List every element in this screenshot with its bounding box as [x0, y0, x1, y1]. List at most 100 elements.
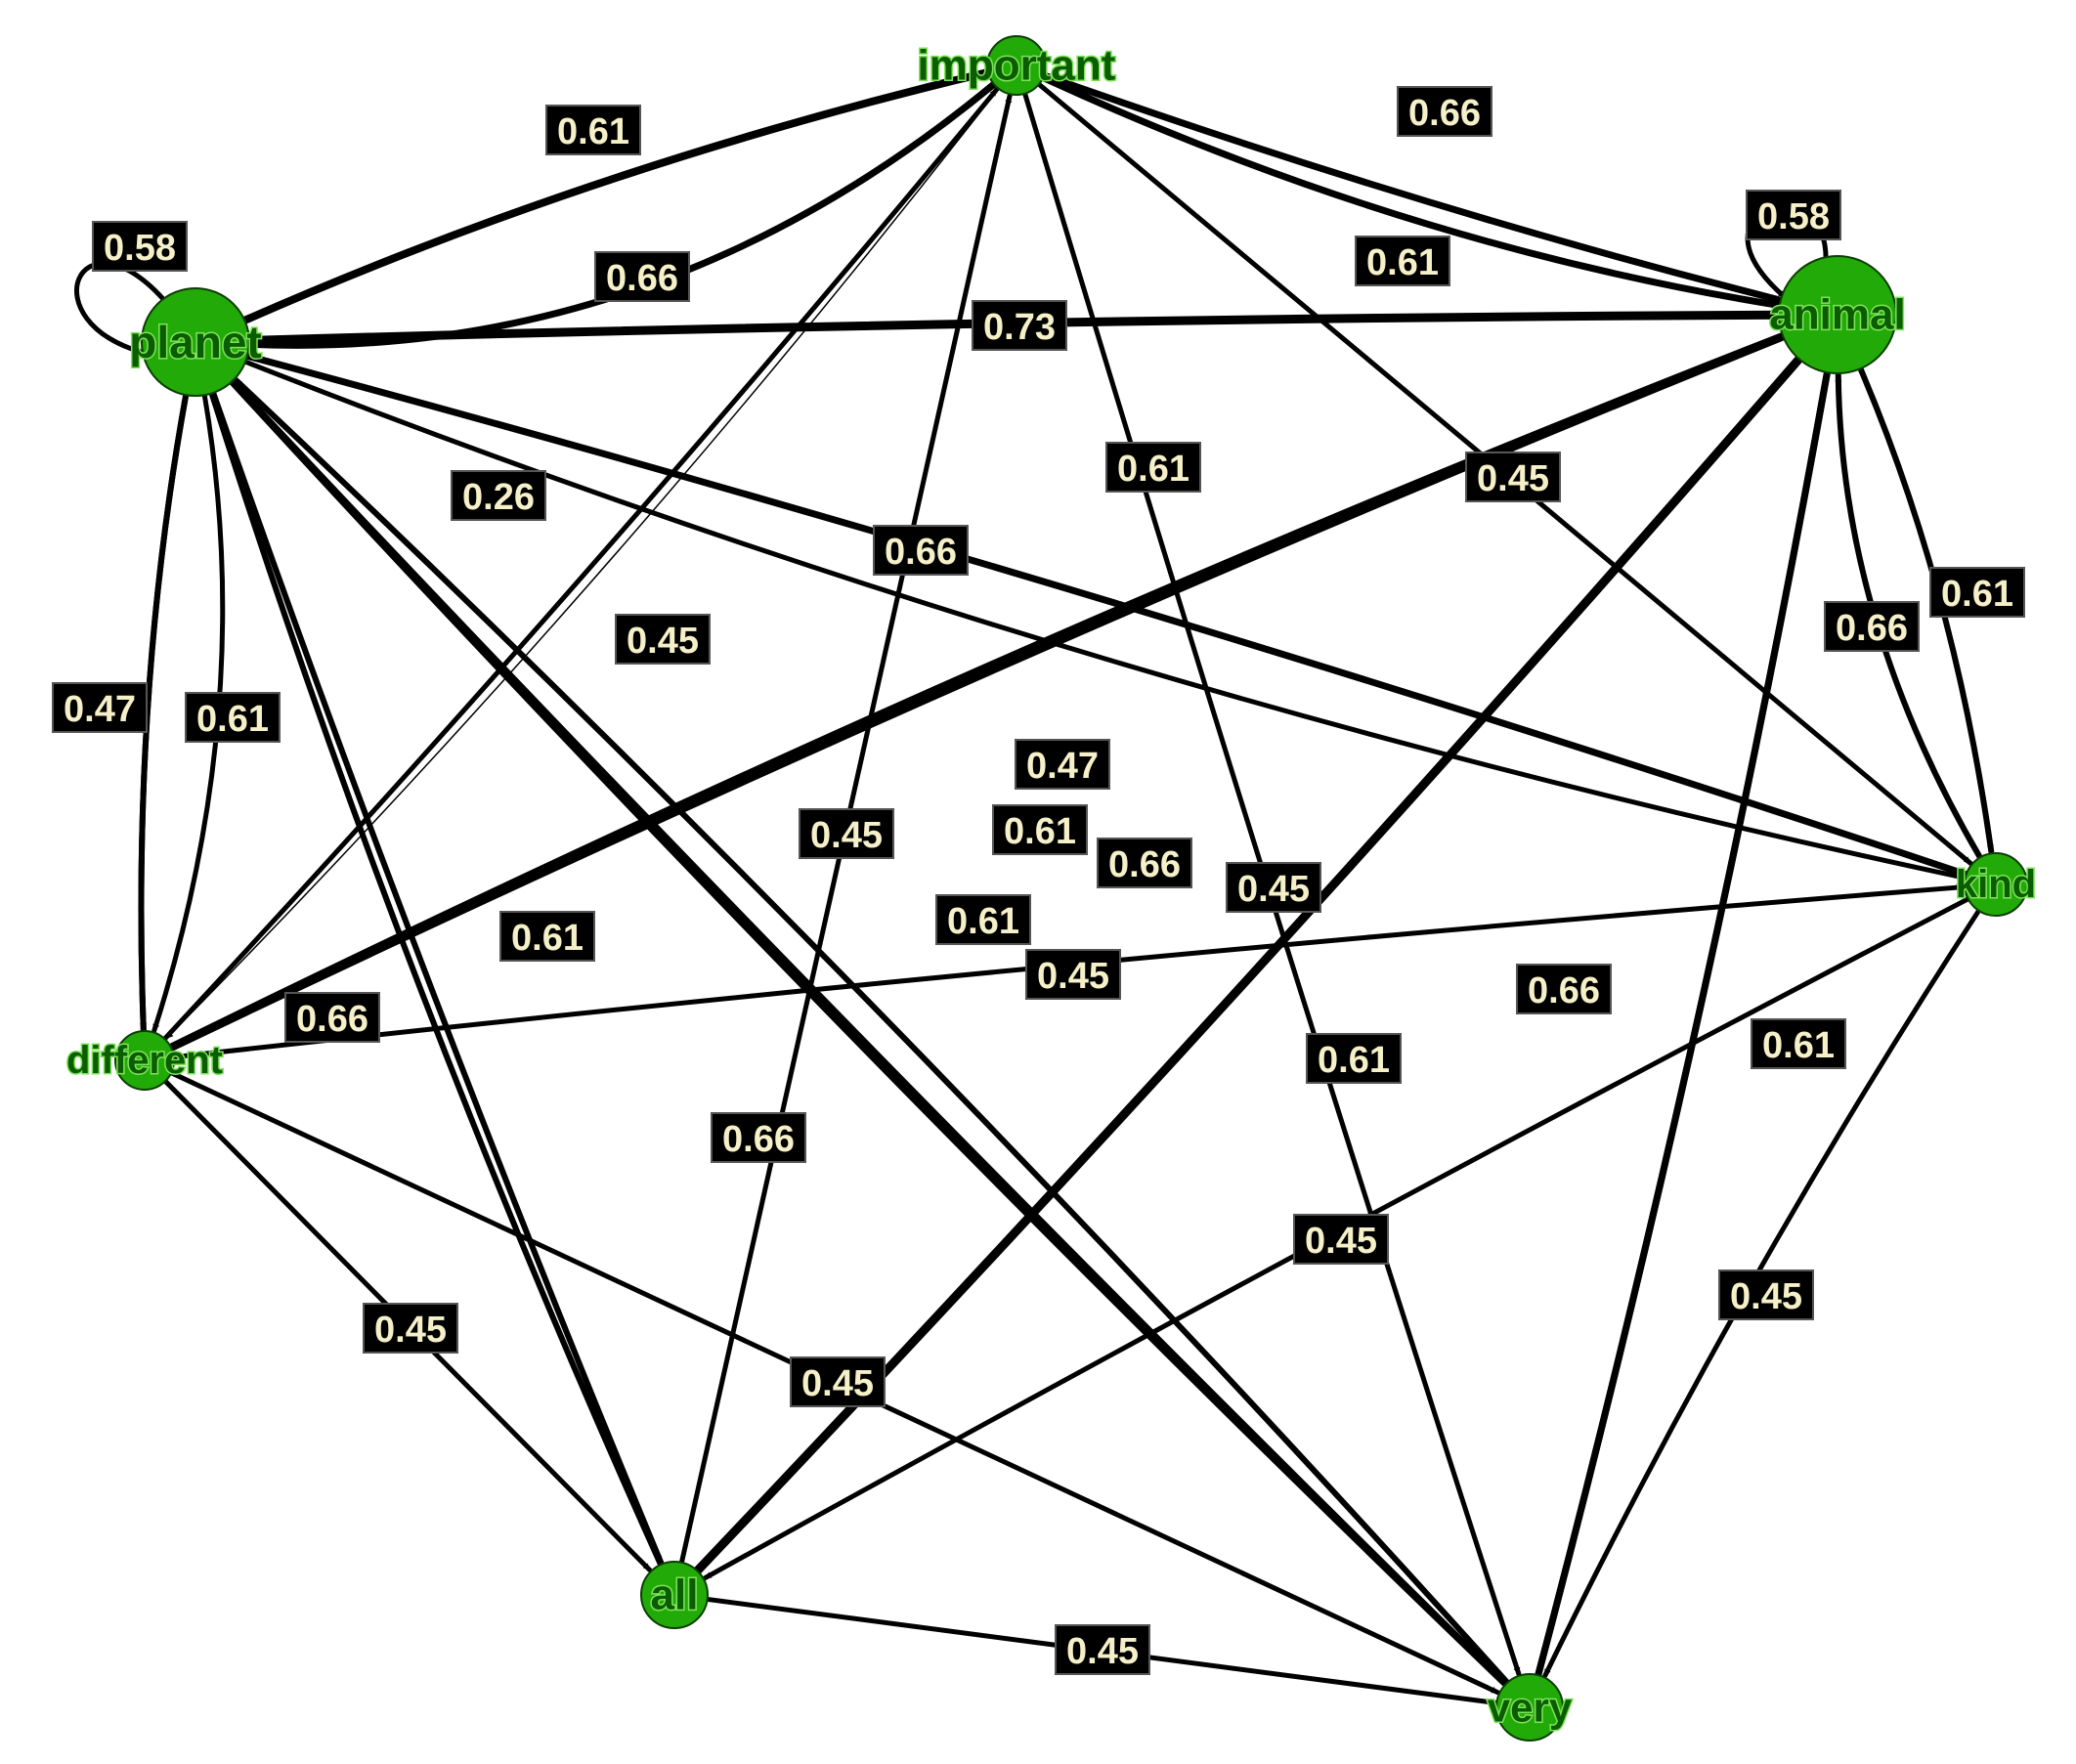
- edge-weight-label: 0.66: [594, 251, 690, 302]
- svg-text:0.61: 0.61: [557, 111, 629, 152]
- edge-weight-label: 0.66: [1516, 964, 1612, 1014]
- edge-weight-label: 0.45: [1025, 949, 1121, 1000]
- svg-text:0.73: 0.73: [983, 307, 1056, 348]
- svg-text:0.45: 0.45: [1477, 458, 1549, 499]
- edge-weight-label: 0.73: [972, 300, 1067, 351]
- edge-weight-label: 0.45: [1718, 1269, 1814, 1320]
- edge-weight-label: 0.58: [92, 221, 188, 272]
- edge-labels-layer: 0.61 0.66 0.58 0.58 0.66 0.61 0.73 0.61 0.45 0.66…: [52, 86, 2025, 1675]
- edge-weight-label: 0.45: [363, 1303, 458, 1354]
- svg-text:0.45: 0.45: [1305, 1221, 1377, 1262]
- svg-text:0.66: 0.66: [296, 999, 368, 1040]
- edge-weight-label: 0.61: [1306, 1033, 1402, 1084]
- svg-text:0.47: 0.47: [64, 689, 136, 730]
- svg-text:0.66: 0.66: [1408, 93, 1481, 134]
- edge-very-to-animal: [1535, 371, 1831, 1679]
- edge-weight-label: 0.61: [935, 894, 1031, 945]
- svg-text:0.26: 0.26: [462, 477, 535, 518]
- edge-weight-label: 0.47: [52, 682, 148, 733]
- edge-weight-label: 0.61: [992, 804, 1088, 855]
- svg-text:0.66: 0.66: [1836, 608, 1908, 649]
- svg-text:0.66: 0.66: [1108, 844, 1181, 885]
- edge-different-to-planet: [138, 394, 189, 1035]
- node-animal[interactable]: animal: [1768, 255, 1907, 374]
- edge-weight-label: 0.66: [284, 992, 380, 1043]
- svg-text:0.61: 0.61: [947, 901, 1019, 942]
- edge-weight-label: 0.45: [790, 1356, 886, 1407]
- edge-planet-to-all: [210, 389, 665, 1566]
- edge-weight-label: 0.45: [799, 808, 894, 859]
- edge-weight-label: 0.47: [1015, 739, 1110, 790]
- edge-planet-to-very: [228, 378, 1508, 1687]
- svg-text:0.47: 0.47: [1026, 746, 1099, 787]
- edge-weight-label: 0.58: [1746, 190, 1841, 240]
- edge-weight-label: 0.61: [545, 105, 641, 155]
- edge-weight-label: 0.66: [1397, 86, 1492, 137]
- svg-text:0.66: 0.66: [722, 1119, 795, 1160]
- node-kind[interactable]: kind: [1954, 852, 2038, 917]
- svg-text:0.45: 0.45: [1237, 869, 1310, 910]
- edge-weight-label: 0.45: [1055, 1624, 1150, 1675]
- node-label: all: [651, 1571, 699, 1619]
- edge-weight-label: 0.45: [1465, 452, 1561, 502]
- node-planet[interactable]: planet: [128, 287, 263, 397]
- node-important[interactable]: important: [916, 35, 1117, 96]
- edge-weight-label: 0.45: [1293, 1214, 1389, 1265]
- edge-planet-to-kind: [242, 359, 1967, 881]
- svg-text:0.61: 0.61: [1117, 449, 1189, 490]
- edge-weight-label: 0.26: [451, 470, 546, 521]
- node-label: different: [66, 1039, 223, 1082]
- node-different[interactable]: different: [65, 1030, 225, 1091]
- svg-text:0.58: 0.58: [1757, 196, 1830, 237]
- edge-weight-label: 0.66: [711, 1112, 806, 1163]
- svg-text:0.66: 0.66: [606, 258, 678, 299]
- edge-important-to-animal: [1040, 71, 1783, 304]
- edge-weight-label: 0.66: [873, 525, 969, 576]
- node-label: kind: [1956, 863, 2036, 906]
- svg-text:0.45: 0.45: [1066, 1631, 1139, 1672]
- svg-text:0.66: 0.66: [1528, 970, 1600, 1011]
- svg-text:0.66: 0.66: [885, 532, 957, 573]
- edge-weight-label: 0.61: [1355, 236, 1450, 286]
- svg-text:0.45: 0.45: [1730, 1276, 1802, 1317]
- edge-different-to-animal: [167, 333, 1786, 1053]
- edge-weight-label: 0.45: [1226, 862, 1321, 913]
- node-label: important: [918, 42, 1116, 90]
- svg-text:0.45: 0.45: [374, 1310, 447, 1351]
- svg-text:0.58: 0.58: [104, 228, 176, 269]
- svg-text:0.45: 0.45: [801, 1363, 874, 1404]
- edge-weight-label: 0.61: [1751, 1018, 1846, 1069]
- edge-weight-label: 0.45: [615, 614, 711, 665]
- node-very[interactable]: very: [1486, 1673, 1574, 1742]
- svg-text:0.45: 0.45: [627, 621, 699, 662]
- edge-planet-to-planet: [74, 261, 166, 356]
- svg-text:0.61: 0.61: [1318, 1040, 1390, 1081]
- edge-weight-label: 0.61: [1105, 442, 1201, 493]
- edge-weight-label: 0.61: [499, 911, 595, 962]
- edge-important-to-different: [165, 87, 1000, 1039]
- svg-text:0.61: 0.61: [1941, 574, 2013, 615]
- nodes-layer: important planet animal different kind all ver…: [65, 35, 2038, 1742]
- edge-animal-to-important: [1041, 74, 1784, 310]
- edge-weight-label: 0.66: [1097, 838, 1192, 888]
- edge-different-to-important: [161, 87, 1000, 1042]
- edge-weight-label: 0.66: [1824, 601, 1920, 652]
- svg-text:0.61: 0.61: [1004, 811, 1076, 852]
- svg-text:0.61: 0.61: [511, 918, 584, 959]
- svg-text:0.45: 0.45: [810, 815, 883, 856]
- edge-weight-label: 0.61: [185, 692, 281, 743]
- edge-very-to-planet: [233, 377, 1511, 1686]
- node-label: very: [1488, 1685, 1573, 1731]
- node-all[interactable]: all: [640, 1561, 709, 1629]
- edge-planet-to-important: [240, 68, 990, 324]
- edge-weight-label: 0.61: [1929, 567, 2025, 618]
- edge-planet-to-kind: [243, 352, 1968, 878]
- node-label: planet: [129, 317, 261, 367]
- svg-text:0.45: 0.45: [1037, 956, 1109, 997]
- svg-text:0.61: 0.61: [1762, 1025, 1835, 1066]
- node-label: animal: [1769, 291, 1905, 339]
- svg-text:0.61: 0.61: [196, 699, 269, 740]
- svg-text:0.61: 0.61: [1366, 242, 1439, 283]
- edge-all-to-planet: [209, 392, 665, 1568]
